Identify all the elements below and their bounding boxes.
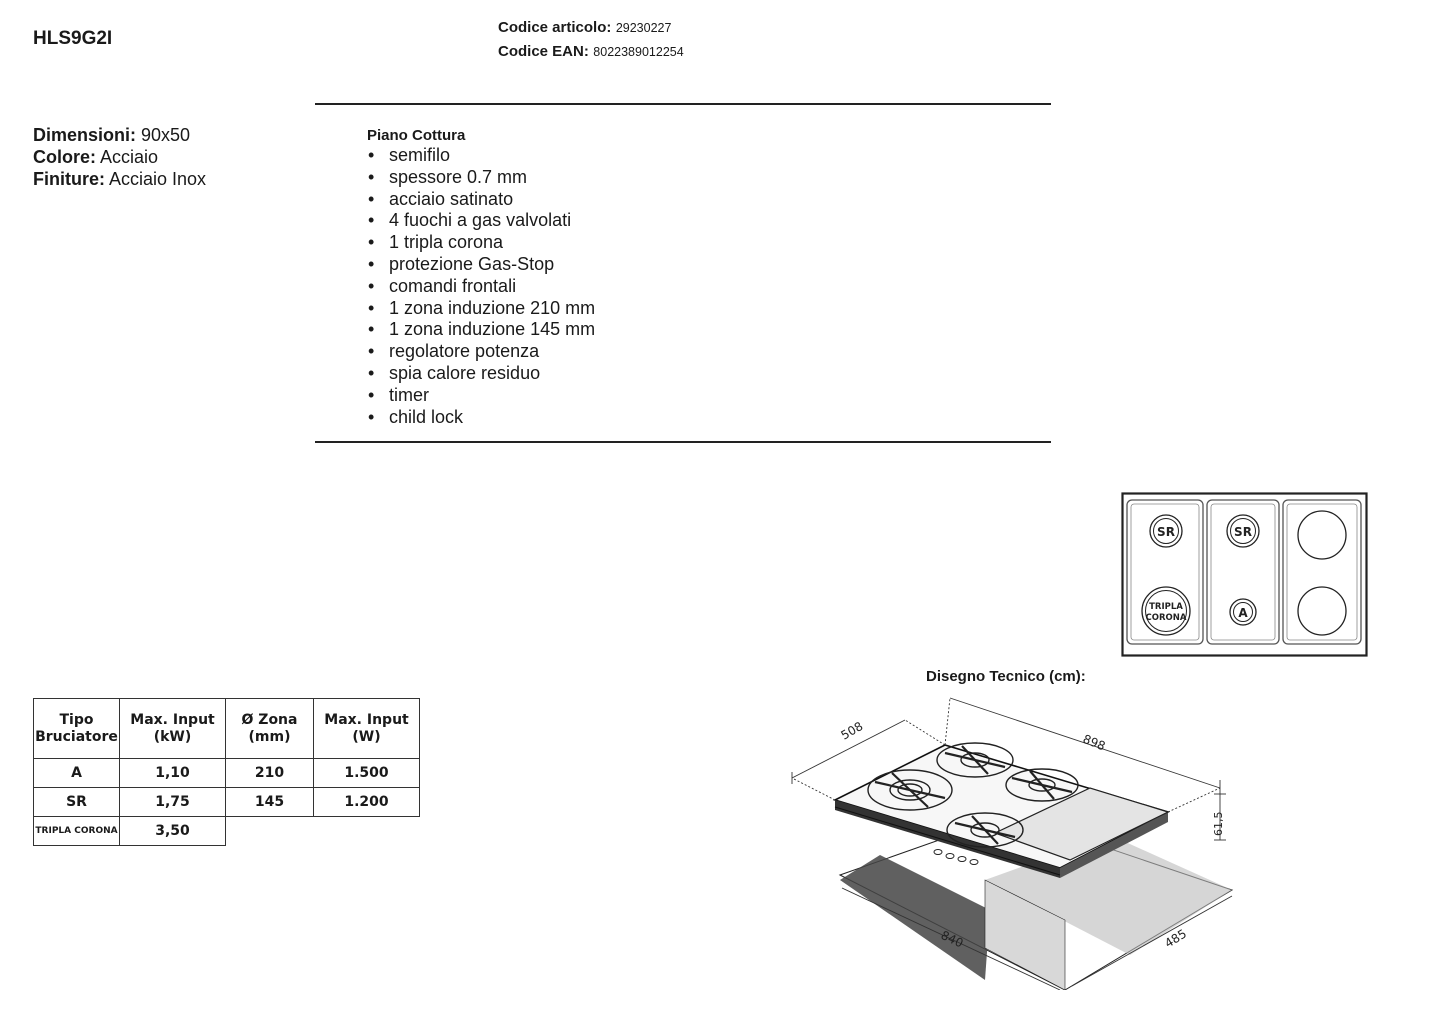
- table-cell: 210: [225, 758, 314, 788]
- table-cell: A: [33, 758, 120, 788]
- list-item: 4 fuochi a gas valvolati: [367, 210, 595, 232]
- spec-value: 90x50: [136, 125, 191, 145]
- spec-value: Acciaio: [96, 147, 159, 167]
- dimension-label: 898: [1081, 732, 1107, 754]
- grate-arms: [874, 745, 1073, 845]
- spec-dimensioni: Dimensioni: 90x50: [33, 124, 206, 146]
- dimension-label: 61,5: [1212, 812, 1225, 837]
- list-item: 1 tripla corona: [367, 232, 595, 254]
- control-knobs: [933, 849, 979, 865]
- list-item: regolatore potenza: [367, 341, 595, 363]
- codice-articolo-label: Codice articolo:: [498, 19, 612, 36]
- table-cell: 145: [225, 787, 314, 817]
- top-divider: [315, 103, 1051, 105]
- codice-ean-label: Codice EAN:: [498, 43, 589, 60]
- burner-ring: [897, 783, 923, 797]
- list-item: 1 zona induzione 210 mm: [367, 298, 595, 320]
- features-title: Piano Cottura: [367, 127, 466, 144]
- burner-ring: [889, 779, 931, 801]
- table-row: TRIPLA CORONA 3,50: [33, 816, 420, 846]
- table-cell: SR: [33, 787, 120, 817]
- table-cell: 1,10: [119, 758, 226, 788]
- spec-value: Acciaio Inox: [105, 169, 207, 189]
- model-title: HLS9G2I: [33, 28, 113, 49]
- burner-grate: [946, 812, 1024, 848]
- features-section: Piano Cottura semifilo spessore 0.7 mm a…: [367, 127, 595, 428]
- tripla-label: TRIPLA: [1149, 602, 1183, 612]
- induction-zone-rear: [1297, 510, 1347, 560]
- table-cell: 1,75: [119, 787, 226, 817]
- codice-ean-row: Codice EAN: 8022389012254: [498, 40, 684, 64]
- list-item: protezione Gas-Stop: [367, 254, 595, 276]
- burner-grate: [1005, 768, 1079, 802]
- product-specs: Dimensioni: 90x50 Colore: Acciaio Finitu…: [33, 124, 206, 190]
- list-item: 1 zona induzione 145 mm: [367, 319, 595, 341]
- list-item: acciaio satinato: [367, 189, 595, 211]
- list-item: semifilo: [367, 145, 595, 167]
- table-cell: 3,50: [119, 816, 226, 846]
- a-label: A: [1238, 606, 1248, 620]
- burner-grate: [867, 769, 953, 811]
- burner-ring: [960, 752, 990, 768]
- table-cell-empty: [226, 817, 314, 846]
- sr-label: SR: [1234, 525, 1252, 539]
- table-cell: 1.200: [313, 787, 420, 817]
- hob-layout-diagram: SR SR TRIPLA CORONA A: [1121, 492, 1368, 657]
- burner-ring: [970, 822, 1000, 838]
- spec-finiture: Finiture: Acciaio Inox: [33, 168, 206, 190]
- technical-drawing-title: Disegno Tecnico (cm):: [926, 668, 1086, 685]
- spec-colore: Colore: Acciaio: [33, 146, 206, 168]
- table-cell-empty: [314, 817, 420, 846]
- list-item: timer: [367, 385, 595, 407]
- spec-label: Dimensioni:: [33, 125, 137, 145]
- bottom-divider: [315, 441, 1051, 443]
- col-header-max-input-kw: Max. Input(kW): [119, 698, 226, 759]
- burner-ring: [1028, 778, 1056, 792]
- list-item: spessore 0.7 mm: [367, 167, 595, 189]
- dimension-label: 508: [839, 719, 866, 743]
- list-item: comandi frontali: [367, 276, 595, 298]
- product-codes: Codice articolo: 29230227 Codice EAN: 80…: [498, 16, 684, 64]
- table-row: A 1,10 210 1.500: [33, 758, 420, 788]
- sr-burner-right: SR: [1226, 514, 1260, 548]
- table-cell: TRIPLA CORONA: [33, 816, 120, 846]
- features-list: semifilo spessore 0.7 mm acciaio satinat…: [367, 145, 595, 428]
- spec-label: Colore:: [33, 147, 96, 167]
- col-header-zona: Ø Zona(mm): [225, 698, 314, 759]
- codice-ean-value: 8022389012254: [593, 45, 684, 59]
- technical-drawing: 508 898 61,5 840 485: [791, 697, 1234, 990]
- cutout-shadow-left: [840, 855, 990, 980]
- list-item: spia calore residuo: [367, 363, 595, 385]
- table-cell: 1.500: [313, 758, 420, 788]
- cutout-wall: [984, 879, 1066, 990]
- col-header-max-input-w: Max. Input(W): [313, 698, 420, 759]
- codice-articolo-value: 29230227: [615, 21, 672, 35]
- sr-label: SR: [1157, 525, 1175, 539]
- gas-burners: [867, 742, 1079, 848]
- dimension-lines: [791, 697, 1233, 990]
- a-burner: A: [1229, 598, 1257, 626]
- list-item: child lock: [367, 407, 595, 429]
- burner-grate: [936, 742, 1014, 778]
- induction-zone-front: [1297, 586, 1347, 636]
- hob-side-edge: [1060, 812, 1168, 878]
- table-row: SR 1,75 145 1.200: [33, 787, 420, 817]
- codice-articolo-row: Codice articolo: 29230227: [498, 16, 684, 40]
- sr-burner-left: SR: [1149, 514, 1183, 548]
- tripla-corona-burner: TRIPLA CORONA: [1141, 586, 1191, 636]
- corona-label: CORONA: [1146, 613, 1187, 623]
- spec-label: Finiture:: [33, 169, 105, 189]
